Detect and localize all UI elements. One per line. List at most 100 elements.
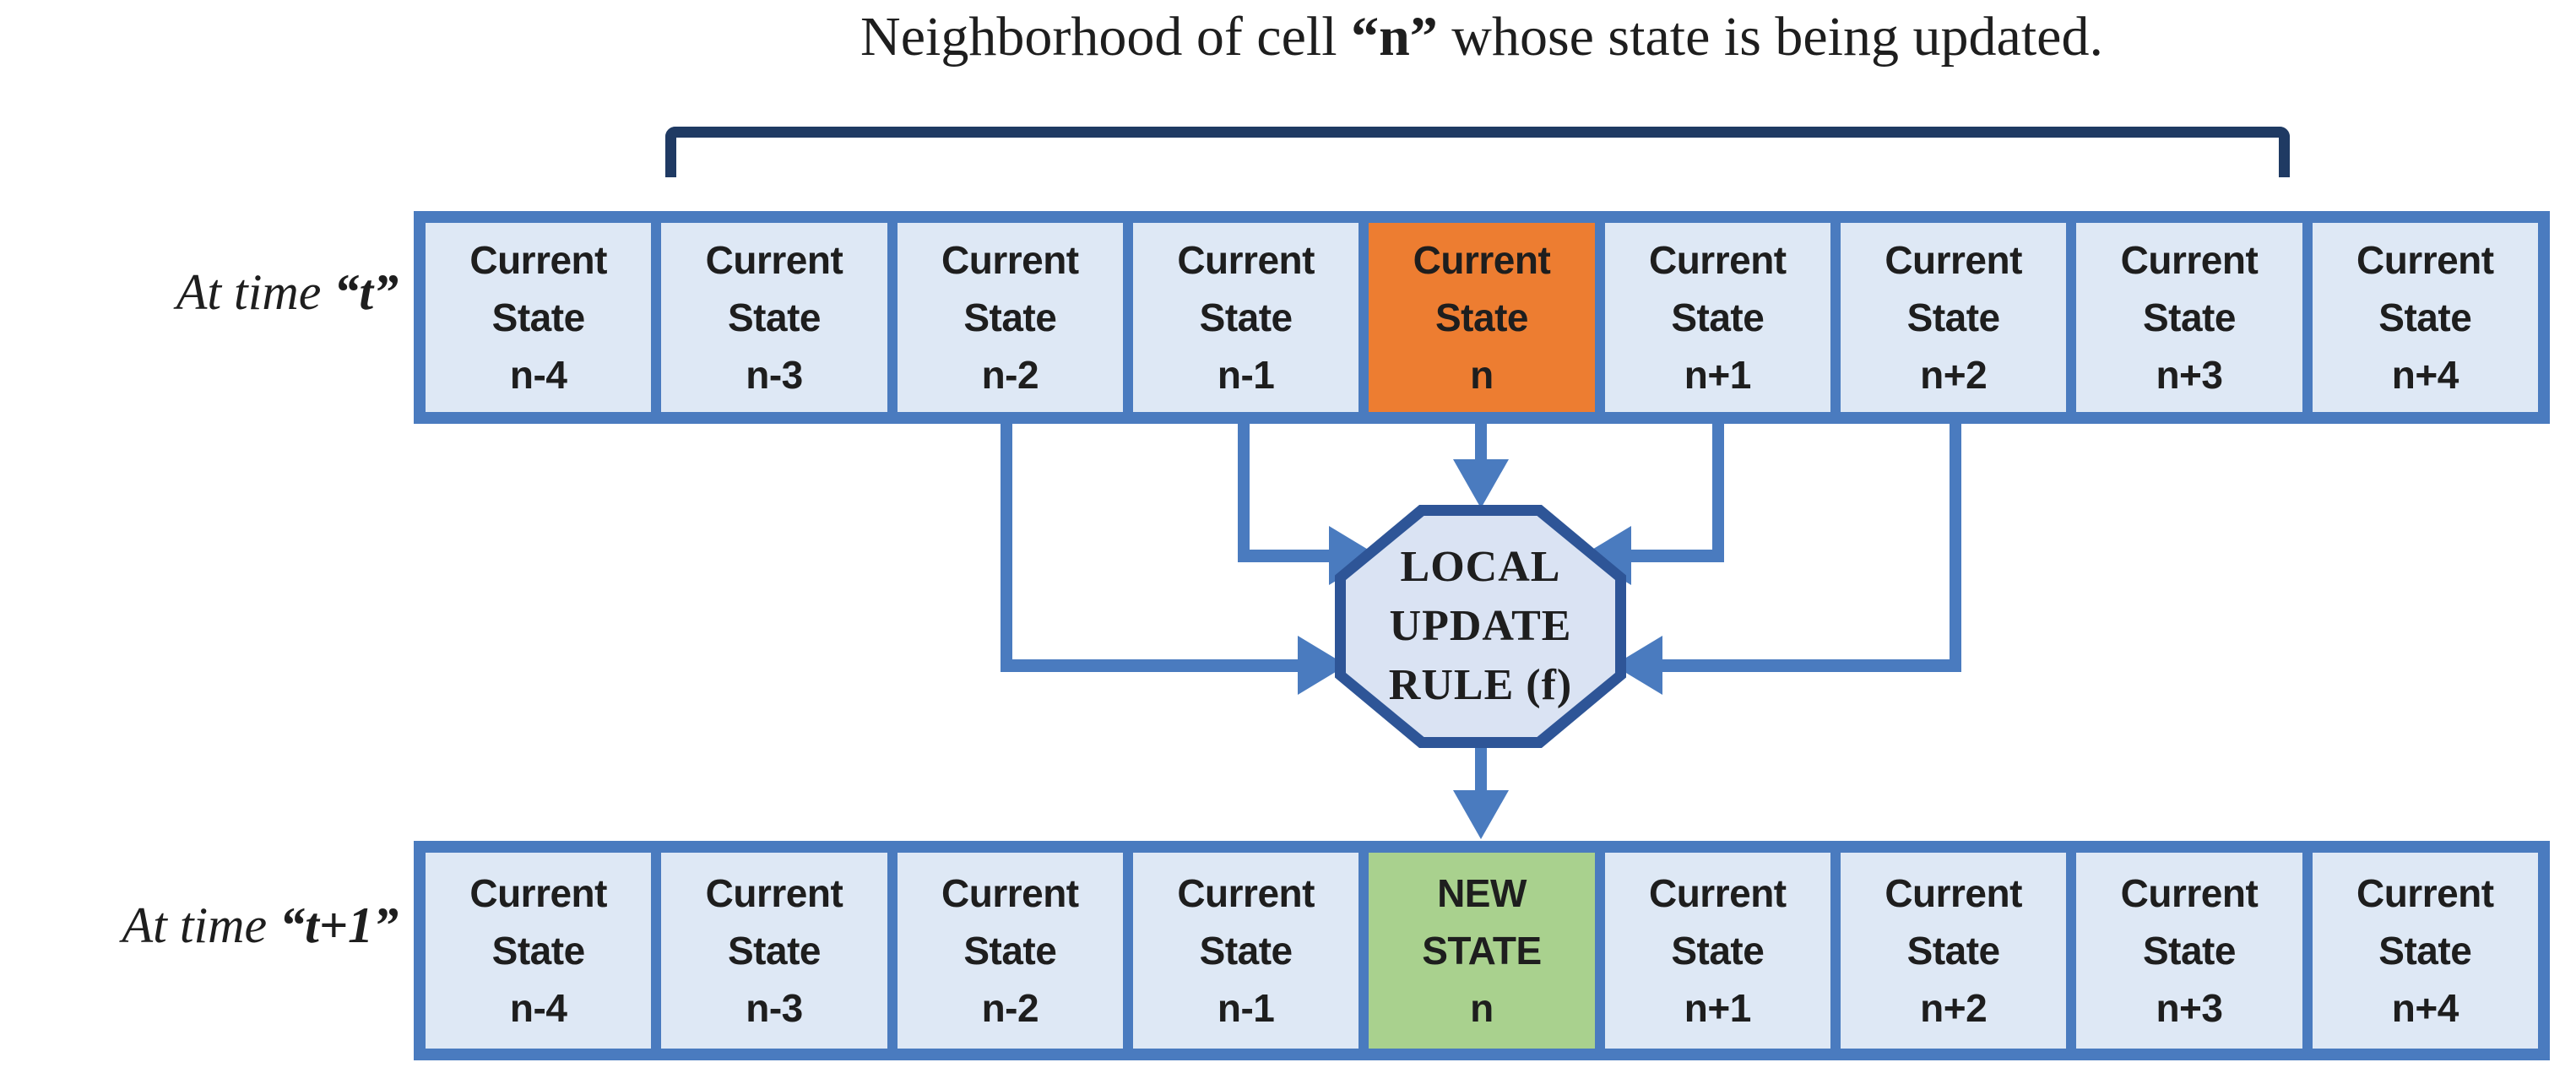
cell-t1-n-3-line: Current — [705, 871, 843, 915]
cell-t-n+4-line: n+4 — [2391, 353, 2459, 397]
row-label-time-t-plus-1: At time “t+1” — [0, 897, 399, 955]
cell-t1-n-4-line: Current — [469, 871, 607, 915]
cell-t-n+4-line: State — [2378, 295, 2472, 339]
cell-t-n-3-line: Current — [705, 238, 843, 282]
cell-t1-n+2-line: State — [1906, 929, 2000, 973]
arrow-octagon-output-head-icon — [1453, 790, 1509, 839]
diagram-title: Neighborhood of cell “n” whose state is … — [414, 5, 2550, 69]
cell-t1-n-line: STATE — [1422, 929, 1542, 973]
cell-t1-n-1-line: n-1 — [1217, 986, 1275, 1030]
title-cell-n-emphasis: “n” — [1351, 6, 1438, 68]
local-update-rule-octagon: LOCAL UPDATE RULE (f) — [1335, 505, 1626, 748]
cell-t1-n+3-line: Current — [2120, 871, 2259, 915]
cell-t-n-line: n — [1470, 353, 1494, 397]
cell-t1-n-3-line: State — [728, 929, 821, 973]
arrow-cell-n-1-stem-horizontal — [1238, 550, 1331, 562]
cell-t-n-2-line: State — [963, 295, 1057, 339]
cell-t1-n-4-line: State — [491, 929, 585, 973]
octagon-text-line-1: LOCAL — [1400, 543, 1561, 591]
arrow-cell-n-plus-1-stem-vertical — [1712, 418, 1724, 562]
cell-t-n+1-line: Current — [1648, 238, 1787, 282]
neighborhood-bracket — [665, 127, 2290, 177]
row-label-t1-emphasis: “t+1” — [279, 897, 399, 953]
arrow-cell-n-2-stem-vertical — [1001, 418, 1012, 672]
cell-t1-n+1-line: State — [1671, 929, 1765, 973]
cell-t-n-2-line: n-2 — [981, 353, 1039, 397]
cell-t1-n-2-line: n-2 — [981, 986, 1039, 1030]
cell-t-n+1-line: State — [1671, 295, 1765, 339]
cell-t1-n-2-line: Current — [941, 871, 1079, 915]
arrow-cell-n-plus-2-stem-horizontal — [1662, 659, 1961, 672]
cell-t1-n: NEW STATE n — [1369, 853, 1595, 1049]
cell-t-n+3-line: n+3 — [2156, 353, 2223, 397]
cell-t1-n-1-line: State — [1199, 929, 1293, 973]
cell-t-n-1-line: n-1 — [1217, 353, 1275, 397]
row-label-t-emphasis: “t” — [334, 264, 399, 320]
title-suffix: whose state is being updated. — [1437, 6, 2103, 68]
cell-t1-n+3-line: State — [2142, 929, 2236, 973]
cell-t1-n-1-line: Current — [1177, 871, 1315, 915]
local-update-rule-octagon-fill: LOCAL UPDATE RULE (f) — [1346, 516, 1615, 737]
cell-t-n+3-line: State — [2142, 295, 2236, 339]
cell-t-n+2-line: State — [1906, 295, 2000, 339]
cell-t1-n+2-line: Current — [1885, 871, 2022, 915]
cell-t-n+2-line: n+2 — [1920, 353, 1988, 397]
cell-t-n+2-line: Current — [1885, 238, 2022, 282]
cell-t-n-3-line: n-3 — [746, 353, 803, 397]
cell-t1-n-3-line: n-3 — [746, 986, 803, 1030]
cell-t-n-4-line: Current — [469, 238, 607, 282]
row-label-time-t: At time “t” — [0, 263, 399, 322]
cell-t-n+1-line: n+1 — [1684, 353, 1752, 397]
arrow-cell-n-plus-2-stem-vertical — [1950, 418, 1961, 672]
cell-t-n-4-line: State — [491, 295, 585, 339]
cell-t1-n+1-line: Current — [1648, 871, 1787, 915]
arrow-cell-n-2-stem-horizontal — [1001, 659, 1298, 672]
cell-t1-n+4-line: Current — [2356, 871, 2494, 915]
cell-t-n-line: Current — [1413, 238, 1551, 282]
arrow-octagon-output-stem — [1475, 741, 1487, 792]
cell-t1-n+1-line: n+1 — [1684, 986, 1752, 1030]
cell-t1-n+3-line: n+3 — [2156, 986, 2223, 1030]
cell-t-n-3-line: State — [728, 295, 821, 339]
cell-t1-n+2-line: n+2 — [1920, 986, 1988, 1030]
cell-t-n-2-line: Current — [941, 238, 1079, 282]
arrow-cell-n-stem — [1475, 418, 1487, 463]
row-label-t-prefix: At time — [176, 264, 334, 320]
cell-t-n-1-line: State — [1199, 295, 1293, 339]
row-label-t1-prefix: At time — [122, 897, 280, 953]
cell-t-n-1-line: Current — [1177, 238, 1315, 282]
cell-t1-n+4-line: State — [2378, 929, 2472, 973]
cell-t1-n-2-line: State — [963, 929, 1057, 973]
cell-t-n-4-line: n-4 — [509, 353, 567, 397]
cell-t1-n-4-line: n-4 — [509, 986, 567, 1030]
arrow-cell-n-1-stem-vertical — [1238, 418, 1250, 562]
octagon-text-line-2: UPDATE — [1389, 602, 1572, 650]
cell-t-n+4-line: Current — [2356, 238, 2494, 282]
octagon-text-line-3: RULE (f) — [1388, 661, 1573, 709]
cell-t1-n-line: NEW — [1437, 871, 1527, 915]
arrow-cell-n-head-icon — [1453, 459, 1509, 508]
title-prefix: Neighborhood of cell — [860, 6, 1352, 68]
cell-t1-n-line: n — [1470, 986, 1494, 1030]
cell-t1-n+4-line: n+4 — [2391, 986, 2459, 1030]
arrow-cell-n-plus-1-stem-horizontal — [1631, 550, 1724, 562]
